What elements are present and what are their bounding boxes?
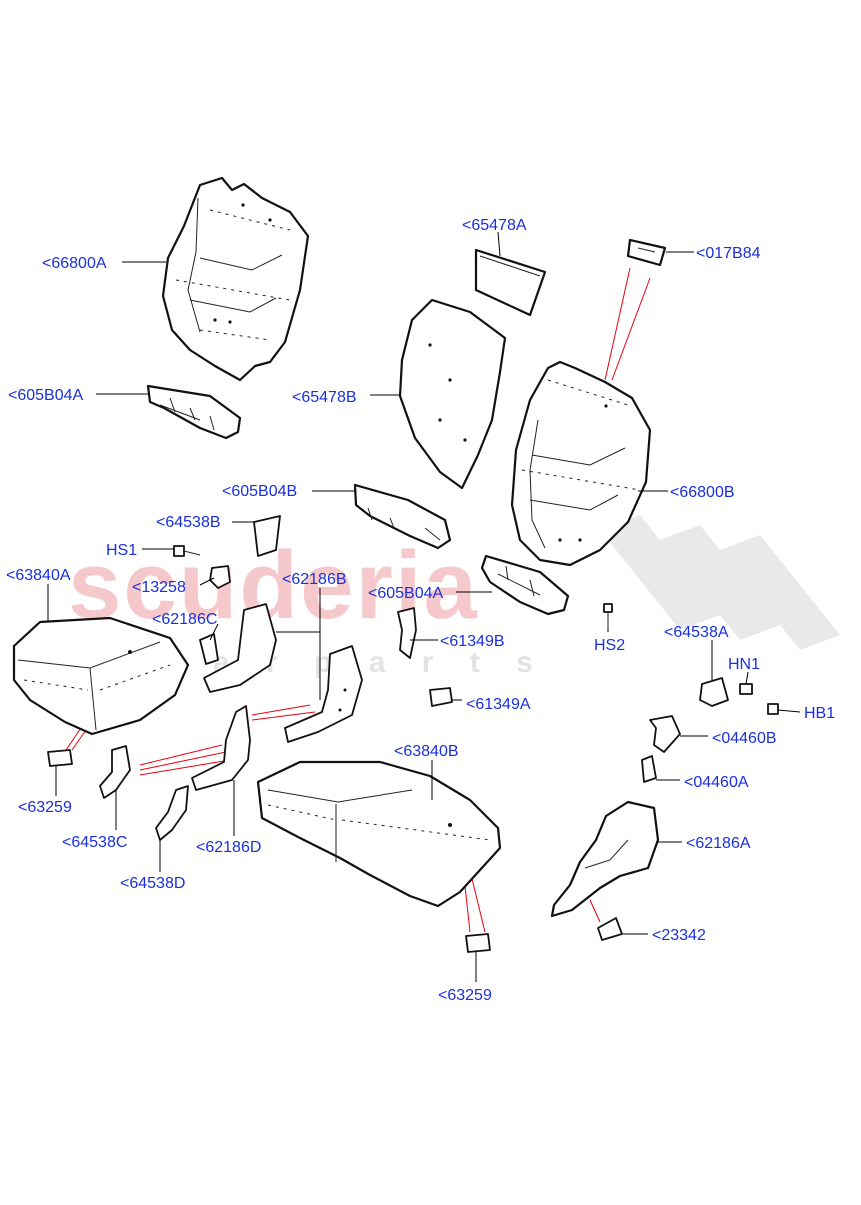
callout-63259-bottom[interactable]: <63259 bbox=[438, 987, 492, 1004]
pad-23342[interactable] bbox=[597, 917, 623, 941]
backrest-cover-right[interactable] bbox=[510, 360, 652, 567]
callout-23342[interactable]: <23342 bbox=[652, 927, 706, 944]
callout-63840A[interactable]: <63840A bbox=[6, 567, 71, 584]
callout-61349A[interactable]: <61349A bbox=[466, 696, 531, 713]
callout-63840B[interactable]: <63840B bbox=[394, 743, 459, 760]
callout-62186A[interactable]: <62186A bbox=[686, 835, 751, 852]
clip-13258[interactable] bbox=[209, 565, 231, 589]
callout-62186B[interactable]: <62186B bbox=[282, 571, 347, 588]
callout-605B04B[interactable]: <605B04B bbox=[222, 483, 297, 500]
bracket-61349A[interactable] bbox=[429, 687, 453, 707]
screw-HS2[interactable] bbox=[603, 603, 613, 628]
trim-62186C[interactable] bbox=[199, 633, 219, 665]
callout-605B04A-right[interactable]: <605B04A bbox=[368, 585, 444, 602]
callout-HS2[interactable]: HS2 bbox=[594, 637, 625, 654]
bracket-61349B[interactable] bbox=[397, 607, 417, 659]
watermark: scuderia c a r p a r t s bbox=[68, 515, 840, 679]
bracket-64538B[interactable] bbox=[253, 515, 281, 557]
callout-HB1[interactable]: HB1 bbox=[804, 705, 835, 722]
panel-65478A[interactable] bbox=[474, 248, 547, 317]
callout-62186C[interactable]: <62186C bbox=[152, 611, 217, 628]
trim-62186D[interactable] bbox=[191, 705, 251, 791]
bracket-605B04B[interactable] bbox=[353, 483, 452, 550]
callout-04460A[interactable]: <04460A bbox=[684, 774, 749, 791]
seat-cushion-left[interactable] bbox=[12, 616, 190, 736]
callout-65478A[interactable]: <65478A bbox=[462, 217, 527, 234]
bracket-64538C[interactable] bbox=[99, 745, 131, 799]
callout-64538C[interactable]: <64538C bbox=[62, 834, 127, 851]
bolt-HB1[interactable] bbox=[767, 703, 779, 715]
bracket-605B04A-right[interactable] bbox=[480, 554, 570, 616]
block-63259-bottom[interactable] bbox=[465, 933, 491, 953]
block-63259-left[interactable] bbox=[47, 749, 73, 767]
bracket-64538D[interactable] bbox=[155, 785, 189, 841]
callout-62186D[interactable]: <62186D bbox=[196, 839, 261, 856]
callout-labels: <66800A <605B04A <65478A <017B84 <65478B… bbox=[6, 217, 835, 1004]
bracket-605B04A-left[interactable] bbox=[146, 384, 242, 440]
cover-04460B[interactable] bbox=[649, 715, 681, 753]
backrest-cover-left[interactable] bbox=[161, 176, 310, 382]
bracket-04460A[interactable] bbox=[641, 755, 657, 783]
screw-HS1[interactable] bbox=[173, 545, 201, 557]
callout-017B84[interactable]: <017B84 bbox=[696, 245, 761, 262]
callout-HS1[interactable]: HS1 bbox=[106, 542, 137, 559]
callout-605B04A-left[interactable]: <605B04A bbox=[8, 387, 84, 404]
callout-64538A[interactable]: <64538A bbox=[664, 624, 729, 641]
pad-65478B[interactable] bbox=[398, 298, 507, 490]
callout-66800A[interactable]: <66800A bbox=[42, 255, 107, 272]
trim-62186A[interactable] bbox=[550, 800, 660, 918]
nut-HN1[interactable] bbox=[739, 683, 753, 695]
trim-62186B-upper[interactable] bbox=[203, 603, 277, 693]
bracket-64538A[interactable] bbox=[699, 677, 729, 707]
callout-HN1[interactable]: HN1 bbox=[728, 656, 760, 673]
cap-017B84[interactable] bbox=[626, 238, 667, 267]
callout-04460B[interactable]: <04460B bbox=[712, 730, 777, 747]
callout-65478B[interactable]: <65478B bbox=[292, 389, 357, 406]
trim-62186B-lower[interactable] bbox=[284, 645, 363, 743]
callout-64538B[interactable]: <64538B bbox=[156, 514, 221, 531]
seat-cushion-right[interactable] bbox=[256, 760, 502, 908]
callout-64538D[interactable]: <64538D bbox=[120, 875, 185, 892]
callout-63259-left[interactable]: <63259 bbox=[18, 799, 72, 816]
callout-13258[interactable]: <13258 bbox=[132, 579, 186, 596]
watermark-checker bbox=[600, 515, 840, 650]
callout-66800B[interactable]: <66800B bbox=[670, 484, 735, 501]
callout-61349B[interactable]: <61349B bbox=[440, 633, 505, 650]
leader-lines bbox=[47, 231, 801, 982]
